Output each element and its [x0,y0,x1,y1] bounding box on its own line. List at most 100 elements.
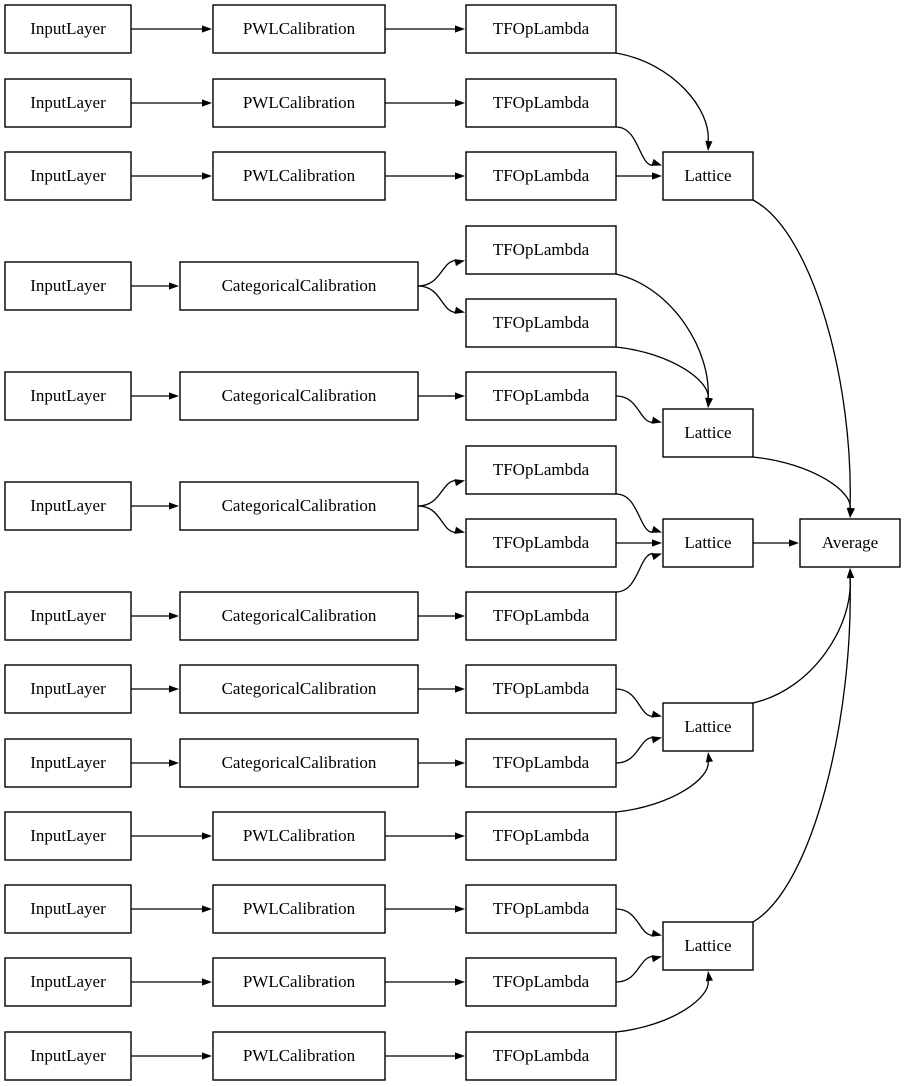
node-box[interactable] [465,518,617,568]
node-tfop-lambda-op11[interactable]: TFOpLambda [465,738,617,788]
node-input-layer-in6[interactable]: InputLayer [4,481,132,531]
node-categorical-calibration-cal7[interactable]: CategoricalCalibration [179,591,419,641]
node-categorical-calibration-cal9[interactable]: CategoricalCalibration [179,738,419,788]
node-tfop-lambda-op8[interactable]: TFOpLambda [465,518,617,568]
node-tfop-lambda-op13[interactable]: TFOpLambda [465,884,617,934]
node-tfop-lambda-op7[interactable]: TFOpLambda [465,445,617,495]
node-pwlcalibration-cal12[interactable]: PWLCalibration [212,957,386,1007]
node-box[interactable] [465,664,617,714]
node-label: InputLayer [30,496,106,515]
node-lattice-lat2[interactable]: Lattice [662,408,754,458]
node-box[interactable] [465,1031,617,1081]
node-box[interactable] [4,1031,132,1081]
node-box[interactable] [4,884,132,934]
node-box[interactable] [212,1031,386,1081]
edge-op5-to-lat2 [615,346,713,408]
node-input-layer-in3[interactable]: InputLayer [4,151,132,201]
node-box[interactable] [465,738,617,788]
node-categorical-calibration-cal4[interactable]: CategoricalCalibration [179,261,419,311]
node-box[interactable] [179,371,419,421]
node-pwlcalibration-cal3[interactable]: PWLCalibration [212,151,386,201]
node-tfop-lambda-op6[interactable]: TFOpLambda [465,371,617,421]
node-input-layer-in1[interactable]: InputLayer [4,4,132,54]
node-pwlcalibration-cal10[interactable]: PWLCalibration [212,811,386,861]
node-tfop-lambda-op14[interactable]: TFOpLambda [465,957,617,1007]
node-box[interactable] [799,518,901,568]
node-box[interactable] [212,78,386,128]
node-tfop-lambda-op3[interactable]: TFOpLambda [465,151,617,201]
node-box[interactable] [4,4,132,54]
node-box[interactable] [4,371,132,421]
node-box[interactable] [4,78,132,128]
node-categorical-calibration-cal5[interactable]: CategoricalCalibration [179,371,419,421]
node-box[interactable] [465,811,617,861]
node-box[interactable] [212,957,386,1007]
node-box[interactable] [4,591,132,641]
node-box[interactable] [212,151,386,201]
node-input-layer-in9[interactable]: InputLayer [4,738,132,788]
node-input-layer-in12[interactable]: InputLayer [4,957,132,1007]
node-box[interactable] [465,445,617,495]
node-lattice-lat1[interactable]: Lattice [662,151,754,201]
node-input-layer-in8[interactable]: InputLayer [4,664,132,714]
node-pwlcalibration-cal1[interactable]: PWLCalibration [212,4,386,54]
node-label: Average [822,533,878,552]
node-box[interactable] [212,884,386,934]
node-box[interactable] [662,408,754,458]
node-tfop-lambda-op10[interactable]: TFOpLambda [465,664,617,714]
node-box[interactable] [465,298,617,348]
node-box[interactable] [212,811,386,861]
node-box[interactable] [179,664,419,714]
node-lattice-lat4[interactable]: Lattice [662,702,754,752]
node-pwlcalibration-cal11[interactable]: PWLCalibration [212,884,386,934]
node-input-layer-in7[interactable]: InputLayer [4,591,132,641]
node-box[interactable] [465,371,617,421]
node-box[interactable] [662,151,754,201]
node-tfop-lambda-op4[interactable]: TFOpLambda [465,225,617,275]
node-box[interactable] [465,151,617,201]
node-categorical-calibration-cal6[interactable]: CategoricalCalibration [179,481,419,531]
node-box[interactable] [4,957,132,1007]
node-box[interactable] [179,261,419,311]
node-box[interactable] [662,518,754,568]
node-box[interactable] [662,921,754,971]
node-pwlcalibration-cal2[interactable]: PWLCalibration [212,78,386,128]
node-box[interactable] [212,4,386,54]
edge-line [417,259,457,287]
node-tfop-lambda-op1[interactable]: TFOpLambda [465,4,617,54]
node-pwlcalibration-cal13[interactable]: PWLCalibration [212,1031,386,1081]
node-tfop-lambda-op15[interactable]: TFOpLambda [465,1031,617,1081]
node-box[interactable] [4,664,132,714]
node-box[interactable] [465,4,617,54]
node-tfop-lambda-op9[interactable]: TFOpLambda [465,591,617,641]
node-input-layer-in13[interactable]: InputLayer [4,1031,132,1081]
node-box[interactable] [4,151,132,201]
node-lattice-lat3[interactable]: Lattice [662,518,754,568]
node-input-layer-in2[interactable]: InputLayer [4,78,132,128]
node-box[interactable] [179,738,419,788]
node-box[interactable] [465,884,617,934]
node-input-layer-in5[interactable]: InputLayer [4,371,132,421]
node-tfop-lambda-op2[interactable]: TFOpLambda [465,78,617,128]
node-input-layer-in11[interactable]: InputLayer [4,884,132,934]
node-lattice-lat5[interactable]: Lattice [662,921,754,971]
node-box[interactable] [4,261,132,311]
node-box[interactable] [179,481,419,531]
node-box[interactable] [465,78,617,128]
node-categorical-calibration-cal8[interactable]: CategoricalCalibration [179,664,419,714]
node-box[interactable] [4,811,132,861]
node-input-layer-in10[interactable]: InputLayer [4,811,132,861]
node-box[interactable] [4,738,132,788]
node-average-avg[interactable]: Average [799,518,901,568]
node-tfop-lambda-op12[interactable]: TFOpLambda [465,811,617,861]
node-box[interactable] [465,225,617,275]
node-box[interactable] [662,702,754,752]
node-label: Lattice [684,936,731,955]
node-box[interactable] [179,591,419,641]
node-input-layer-in4[interactable]: InputLayer [4,261,132,311]
node-box[interactable] [465,591,617,641]
node-box[interactable] [4,481,132,531]
edge-cal4-to-op4 [417,259,465,287]
node-tfop-lambda-op5[interactable]: TFOpLambda [465,298,617,348]
node-box[interactable] [465,957,617,1007]
